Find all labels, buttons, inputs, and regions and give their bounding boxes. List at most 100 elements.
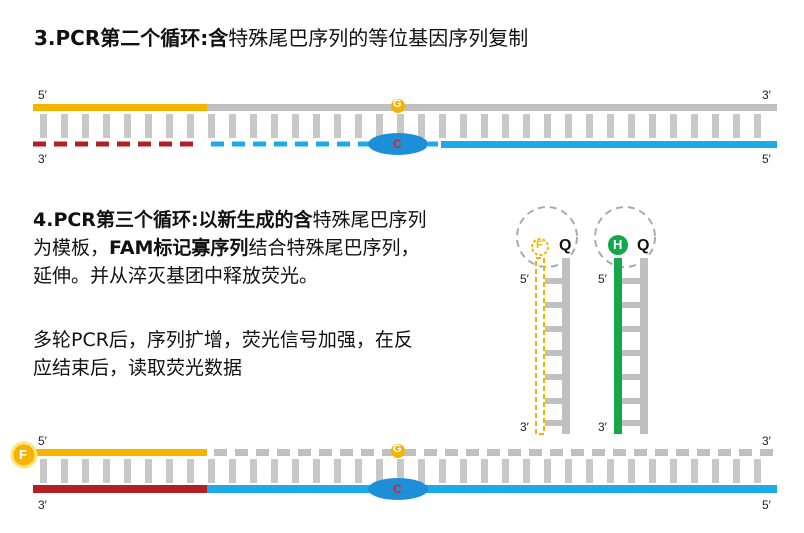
base-pair-rung: [418, 114, 425, 138]
base-pair-rung: [187, 114, 194, 138]
base-pair-rung: [460, 114, 467, 138]
probe-stem-rung: [545, 278, 562, 284]
base-pair-rung: [187, 459, 194, 483]
bottom-lower-strand-blue: [207, 485, 777, 493]
probe1-f-label: F: [536, 239, 543, 251]
base-pair-rung: [334, 459, 341, 483]
base-pair-rung: [355, 114, 362, 138]
top-3prime-left: 3′: [38, 152, 47, 166]
base-pair-rung: [691, 114, 698, 138]
base-pair-rung: [607, 114, 614, 138]
bottom-3prime-left: 3′: [38, 498, 47, 512]
bottom-dna-rungs: [40, 459, 761, 483]
top-c-base-ellipse: [368, 133, 428, 155]
base-pair-rung: [145, 459, 152, 483]
probe-stem-rung: [622, 326, 640, 332]
probe-stem-rung: [622, 420, 640, 426]
top-upper-strand-gray: [207, 104, 777, 111]
bottom-f-label: F: [19, 447, 27, 462]
bottom-g-base-marker: [391, 444, 405, 458]
probe2-hairpin-loop: [594, 206, 656, 268]
base-pair-rung: [733, 459, 740, 483]
probe-stem-rung: [622, 398, 640, 404]
base-pair-rung: [124, 459, 131, 483]
base-pair-rung: [565, 459, 572, 483]
step4-summary: 多轮PCR后，序列扩增，荧光信号加强，在反应结束后，读取荧光数据: [33, 326, 428, 382]
base-pair-rung: [754, 114, 761, 138]
base-pair-rung: [397, 114, 404, 138]
base-pair-rung: [502, 459, 509, 483]
probe2-q-quencher: Q: [637, 237, 650, 254]
top-upper-strand-yellow: [33, 104, 207, 111]
probe2-5prime: 5′: [598, 272, 607, 286]
top-g-base-marker: [391, 99, 405, 113]
base-pair-rung: [628, 114, 635, 138]
step3-heading: 3.PCR第二个循环:含特殊尾巴序列的等位基因序列复制: [34, 25, 528, 51]
base-pair-rung: [250, 459, 257, 483]
probe1-q-quencher: Q: [559, 237, 572, 254]
bottom-upper-strand-yellow: [33, 449, 207, 456]
probe2-left-strand: [614, 258, 622, 434]
base-pair-rung: [439, 114, 446, 138]
step3-heading-bold: 3.PCR第二个循环:含: [34, 26, 229, 50]
top-5prime-right: 5′: [762, 152, 771, 166]
top-g-base-label: G: [393, 98, 402, 110]
base-pair-rung: [82, 114, 89, 138]
base-pair-rung: [628, 459, 635, 483]
base-pair-rung: [376, 459, 383, 483]
step4-text-2: 结合特殊尾巴序列，延伸。并从淬灭基团中释放荧光。: [33, 237, 420, 287]
probe1-3prime: 3′: [520, 420, 529, 434]
probe-stem-rung: [545, 374, 562, 380]
probe1-f-fluorophore: [531, 238, 549, 256]
base-pair-rung: [418, 459, 425, 483]
step4-bold-1: 4.PCR第三个循环:以新生成的含: [33, 209, 313, 231]
probe-stem-rung: [545, 302, 562, 308]
base-pair-rung: [208, 114, 215, 138]
base-pair-rung: [460, 459, 467, 483]
base-pair-rung: [712, 459, 719, 483]
base-pair-rung: [586, 114, 593, 138]
base-pair-rung: [481, 114, 488, 138]
base-pair-rung: [250, 114, 257, 138]
step3-heading-rest: 特殊尾巴序列的等位基因序列复制: [228, 26, 529, 50]
base-pair-rung: [754, 459, 761, 483]
probe-stem-rung: [622, 350, 640, 356]
base-pair-rung: [649, 114, 656, 138]
bottom-5prime-left: 5′: [38, 434, 47, 448]
probe-stem-rung: [545, 420, 562, 426]
top-c-base-label: C: [393, 137, 402, 151]
top-3prime-right: 3′: [762, 88, 771, 102]
bottom-lower-strand-red: [33, 485, 207, 493]
base-pair-rung: [376, 114, 383, 138]
base-pair-rung: [124, 114, 131, 138]
base-pair-rung: [229, 114, 236, 138]
bottom-5prime-right: 5′: [762, 498, 771, 512]
step4-summary-text: 多轮PCR后，序列扩增，荧光信号加强，在反应结束后，读取荧光数据: [33, 329, 413, 379]
base-pair-rung: [712, 114, 719, 138]
base-pair-rung: [733, 114, 740, 138]
step4-description: 4.PCR第三个循环:以新生成的含特殊尾巴序列为模板，FAM标记寡序列结合特殊尾…: [33, 206, 428, 290]
base-pair-rung: [439, 459, 446, 483]
base-pair-rung: [607, 459, 614, 483]
base-pair-rung: [649, 459, 656, 483]
probe2-right-strand: [640, 258, 648, 434]
base-pair-rung: [208, 459, 215, 483]
base-pair-rung: [355, 459, 362, 483]
probe-stem-rung: [622, 374, 640, 380]
base-pair-rung: [145, 114, 152, 138]
probe-stem-rung: [622, 278, 640, 284]
base-pair-rung: [334, 114, 341, 138]
base-pair-rung: [565, 114, 572, 138]
base-pair-rung: [502, 114, 509, 138]
probe1-5prime: 5′: [520, 272, 529, 286]
base-pair-rung: [670, 114, 677, 138]
probe1-rungs: [545, 278, 562, 426]
base-pair-rung: [229, 459, 236, 483]
base-pair-rung: [103, 114, 110, 138]
base-pair-rung: [313, 114, 320, 138]
base-pair-rung: [397, 459, 404, 483]
bottom-c-base-ellipse: [368, 478, 428, 500]
base-pair-rung: [166, 114, 173, 138]
base-pair-rung: [523, 459, 530, 483]
